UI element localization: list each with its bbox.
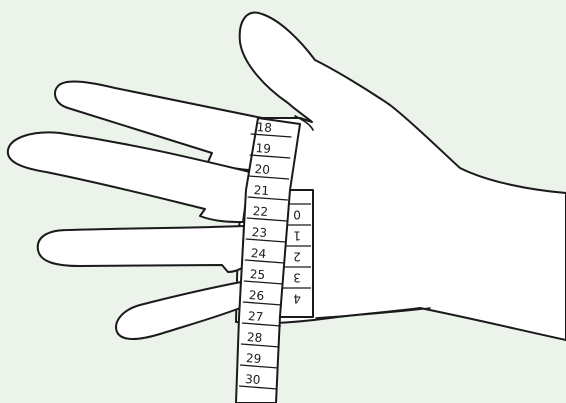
tape-end-number: 2 (293, 250, 301, 264)
tape-number: 26 (248, 288, 264, 303)
tape-number: 30 (245, 372, 261, 387)
tape-end-number: 4 (293, 292, 301, 306)
little-finger-outline (116, 282, 241, 339)
tape-number: 20 (254, 162, 270, 177)
tape-end-number: 0 (293, 208, 301, 222)
tape-number: 29 (246, 351, 262, 366)
tape-number: 27 (248, 309, 264, 324)
ring-finger-outline (38, 226, 244, 272)
tape-number: 21 (253, 183, 269, 198)
tape-number: 24 (250, 246, 266, 261)
tape-number: 25 (249, 267, 265, 282)
tape-number: 28 (247, 330, 263, 345)
tape-number: 18 (256, 120, 272, 135)
tape-end-number: 1 (293, 229, 301, 243)
tape-number: 19 (255, 141, 271, 156)
tape-end-number: 3 (293, 271, 301, 285)
tape-number: 23 (251, 225, 267, 240)
tape-number: 22 (252, 204, 268, 219)
